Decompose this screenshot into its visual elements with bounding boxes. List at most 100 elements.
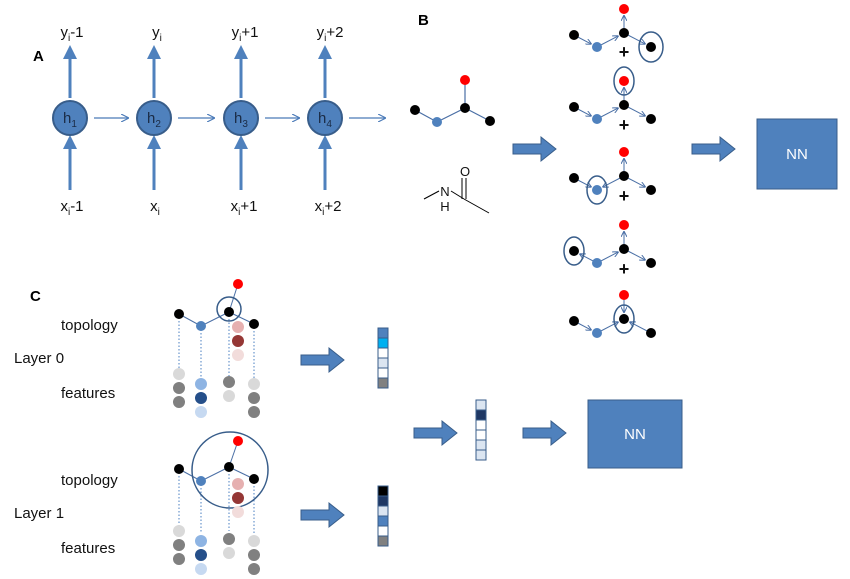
- layer0-feature: [195, 392, 207, 404]
- formula-nitrogen: N: [440, 184, 449, 199]
- atom-oxygen: [460, 75, 470, 85]
- layer0-feature: [223, 390, 235, 402]
- layer0-topology-label: topology: [61, 317, 118, 334]
- atom-methyl-1: [410, 105, 420, 115]
- subgraph-centre-highlight: [586, 175, 608, 205]
- output-label-4: yi+2: [317, 24, 344, 44]
- atom-methyl-2: [485, 116, 495, 126]
- input-label-3: xi+1: [231, 198, 258, 218]
- vector-cell: [377, 347, 389, 359]
- layer0-feature: [195, 406, 207, 418]
- vector-cell: [377, 485, 389, 497]
- vector-cell: [475, 419, 487, 431]
- panel-label-c: C: [30, 288, 41, 305]
- vector-cell: [475, 449, 487, 461]
- subgraph-2: [569, 66, 656, 124]
- layer0-feature: [173, 382, 185, 394]
- subgraph-centre-highlight: [613, 66, 635, 96]
- subgraph-atom-nitrogen: [592, 328, 602, 338]
- subgraph-atom-methyl-2: [646, 328, 656, 338]
- layer1-feature: [223, 547, 235, 559]
- formula-oxygen: O: [460, 164, 470, 179]
- subgraph-atom-carbonyl: [619, 314, 629, 324]
- layer0-feature: [173, 396, 185, 408]
- subgraph-atom-methyl-1: [569, 30, 579, 40]
- plus-sign-4: +: [619, 259, 630, 279]
- subgraph-atom-methyl-2: [646, 42, 656, 52]
- layer1-feature: [173, 539, 185, 551]
- subgraph-atom-carbonyl: [619, 28, 629, 38]
- vector-cell: [377, 367, 389, 379]
- layer1-atom-3: [224, 462, 234, 472]
- atom-nitrogen: [432, 117, 442, 127]
- layer0-atom-4: [233, 279, 243, 289]
- hidden-label-3: h3: [234, 110, 248, 130]
- arrow-subgraphs-to-nn: [691, 135, 736, 163]
- arrow-molecule-to-subgraphs: [512, 135, 557, 163]
- vector-cell: [377, 327, 389, 339]
- layer0-feature: [232, 349, 244, 361]
- arrow-combined-to-nn: [522, 419, 567, 447]
- layer1-features-label: features: [61, 540, 115, 557]
- output-label-3: yi+1: [232, 24, 259, 44]
- hidden-label-4: h4: [318, 110, 332, 130]
- vector-cell: [475, 429, 487, 441]
- nn-box-c: NN: [587, 399, 683, 469]
- layer0-vector: [377, 327, 389, 389]
- layer1-feature: [195, 535, 207, 547]
- panel-label-b: B: [418, 12, 429, 29]
- layer0-feature: [173, 368, 185, 380]
- layer1-feature: [173, 525, 185, 537]
- layer1-feature: [248, 535, 260, 547]
- layer1-atom-2: [196, 476, 206, 486]
- subgraph-atom-nitrogen: [592, 258, 602, 268]
- layer1-atom-1: [174, 464, 184, 474]
- subgraph-atom-nitrogen: [592, 42, 602, 52]
- hidden-label-1: h1: [63, 110, 77, 130]
- hidden-label-2: h2: [147, 110, 161, 130]
- plus-sign-3: +: [619, 186, 630, 206]
- molecule-graph: [410, 75, 495, 127]
- subgraph-atom-oxygen: [619, 76, 629, 86]
- layer1-feature: [173, 553, 185, 565]
- subgraph-atom-oxygen: [619, 4, 629, 14]
- layer1-atom-5: [249, 474, 259, 484]
- subgraph-centre-highlight: [638, 31, 664, 63]
- subgraph-atom-carbonyl: [619, 244, 629, 254]
- layer1-receptive-field: [191, 431, 269, 509]
- layer1-feature: [248, 563, 260, 575]
- layer1-feature: [223, 533, 235, 545]
- subgraph-4: [563, 220, 656, 268]
- atom-carbonyl-carbon: [460, 103, 470, 113]
- nn-label-b: NN: [786, 146, 808, 163]
- subgraph-5: [569, 290, 656, 338]
- input-label-2: xi: [150, 198, 160, 218]
- vector-cell: [475, 439, 487, 451]
- arrow-layer0-to-vector: [300, 346, 345, 374]
- plus-sign-1: +: [619, 42, 630, 62]
- layer0-feature: [232, 335, 244, 347]
- hidden-node-1: [52, 100, 88, 136]
- layer1-feature: [195, 549, 207, 561]
- subgraph-atom-oxygen: [619, 290, 629, 300]
- layer1-feature: [232, 478, 244, 490]
- layer0-feature: [248, 392, 260, 404]
- hidden-node-3: [223, 100, 259, 136]
- subgraph-atom-methyl-2: [646, 258, 656, 268]
- vector-cell: [377, 535, 389, 547]
- layer1-feature: [232, 506, 244, 518]
- layer0-atom-2: [196, 321, 206, 331]
- hidden-node-4: [307, 100, 343, 136]
- subgraph-atom-methyl-1: [569, 316, 579, 326]
- subgraph-1: [569, 4, 664, 63]
- vector-cell: [377, 515, 389, 527]
- subgraph-atom-carbonyl: [619, 100, 629, 110]
- subgraph-centre-highlight: [613, 304, 635, 334]
- layer0-atom-5: [249, 319, 259, 329]
- layer0-receptive-field: [216, 296, 242, 322]
- subgraph-atom-methyl-1: [569, 102, 579, 112]
- layer0-name-label: Layer 0: [14, 350, 64, 367]
- arrow-vectors-to-combined: [413, 419, 458, 447]
- layer1-vector: [377, 485, 389, 547]
